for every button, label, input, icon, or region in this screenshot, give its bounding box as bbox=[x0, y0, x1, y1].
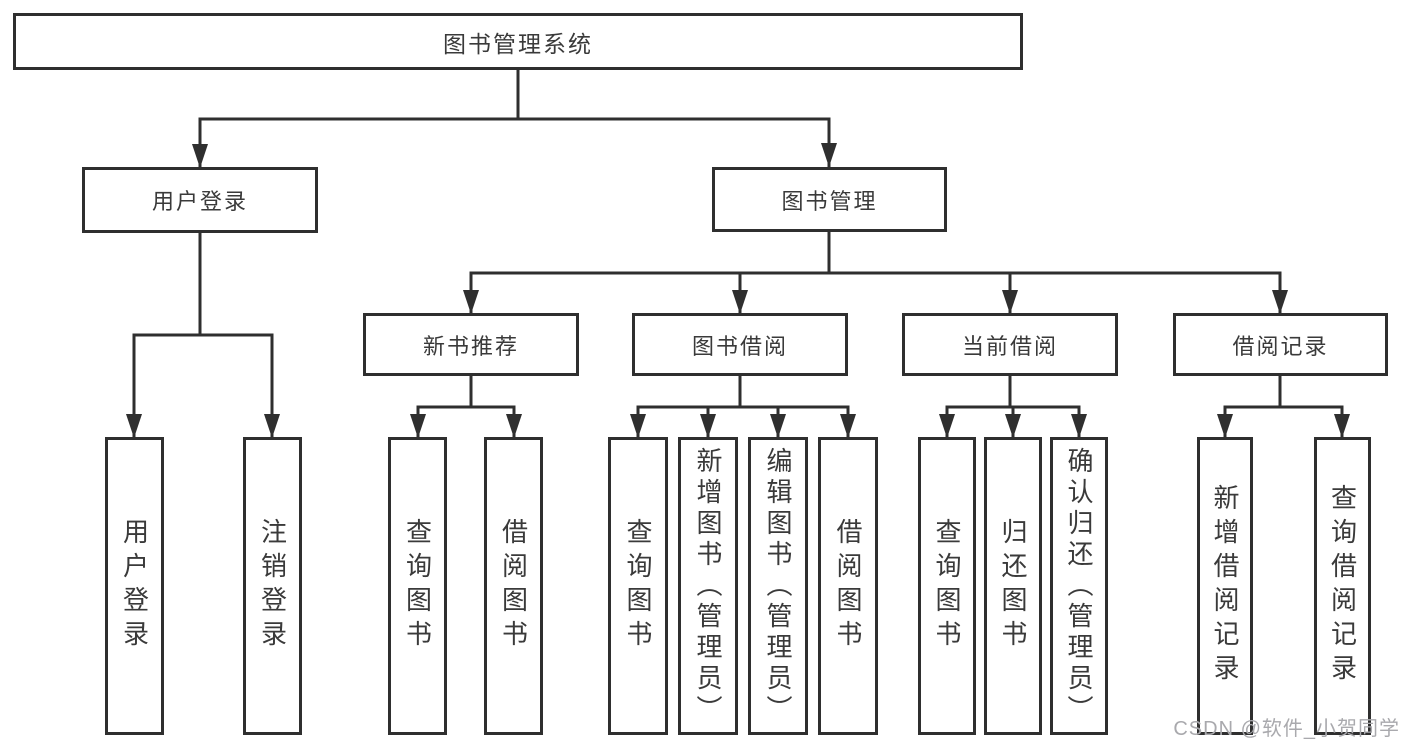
leaf-logout: 注销登录 bbox=[243, 437, 302, 735]
node-book-management: 图书管理 bbox=[712, 167, 947, 232]
leaf-query-books-borrowing: 查询图书 bbox=[608, 437, 668, 735]
node-new-book-recommend: 新书推荐 bbox=[363, 313, 579, 376]
node-current-borrowing: 当前借阅 bbox=[902, 313, 1118, 376]
leaf-query-books-recommend: 查询图书 bbox=[388, 437, 447, 735]
leaf-label: 新增图书（管理员） bbox=[693, 446, 723, 726]
connector-arrows bbox=[126, 117, 1350, 439]
node-book-borrowing: 图书借阅 bbox=[632, 313, 848, 376]
node-borrow-records: 借阅记录 bbox=[1173, 313, 1388, 376]
leaf-query-books-current: 查询图书 bbox=[918, 437, 976, 735]
leaf-return-books: 归还图书 bbox=[984, 437, 1042, 735]
leaf-label: 查询图书 bbox=[932, 518, 962, 654]
node-root-system: 图书管理系统 bbox=[13, 13, 1023, 70]
leaf-label: 借阅图书 bbox=[833, 518, 863, 654]
leaf-label: 注销登录 bbox=[257, 518, 288, 654]
leaf-label: 确认归还（管理员） bbox=[1064, 446, 1094, 726]
leaf-borrow-books-recommend: 借阅图书 bbox=[484, 437, 543, 735]
leaf-edit-books-admin: 编辑图书（管理员） bbox=[748, 437, 808, 735]
leaf-add-borrow-record: 新增借阅记录 bbox=[1197, 437, 1253, 735]
leaf-label: 用户登录 bbox=[119, 518, 150, 654]
leaf-label: 归还图书 bbox=[998, 518, 1028, 654]
leaf-query-borrow-record: 查询借阅记录 bbox=[1314, 437, 1371, 735]
leaf-label: 查询借阅记录 bbox=[1327, 484, 1358, 688]
leaf-label: 编辑图书（管理员） bbox=[763, 446, 793, 726]
leaf-confirm-return-admin: 确认归还（管理员） bbox=[1050, 437, 1108, 735]
leaf-borrow-books: 借阅图书 bbox=[818, 437, 878, 735]
node-user-login: 用户登录 bbox=[82, 167, 318, 233]
leaf-user-login: 用户登录 bbox=[105, 437, 164, 735]
leaf-label: 新增借阅记录 bbox=[1210, 484, 1240, 688]
leaf-label: 查询图书 bbox=[402, 518, 433, 654]
leaf-label: 借阅图书 bbox=[498, 518, 529, 654]
leaf-add-books-admin: 新增图书（管理员） bbox=[678, 437, 738, 735]
leaf-label: 查询图书 bbox=[623, 518, 653, 654]
csdn-watermark: CSDN @软件_小贺同学 bbox=[1173, 718, 1400, 740]
connector-trunk-lines bbox=[132, 68, 1344, 409]
